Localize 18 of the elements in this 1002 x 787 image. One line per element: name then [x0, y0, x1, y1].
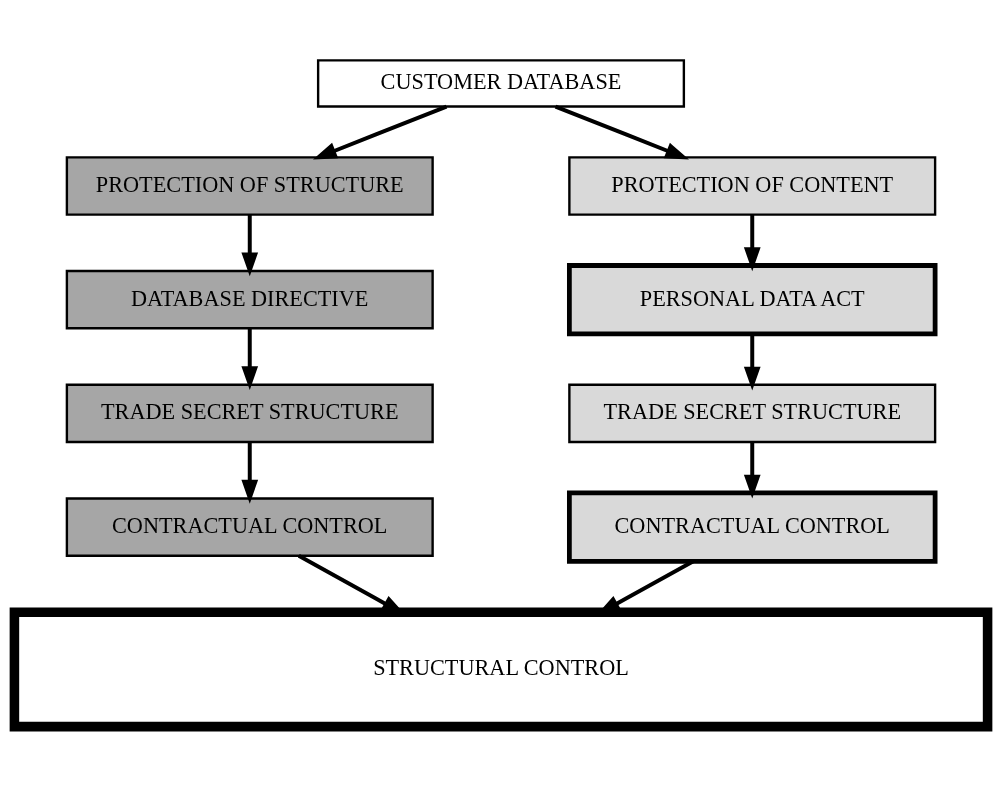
node-box: PROTECTION OF CONTENT: [568, 156, 937, 216]
node-box: STRUCTURAL CONTROL: [9, 607, 993, 732]
arrow: [743, 442, 761, 499]
arrow: [743, 214, 761, 272]
arrow: [554, 104, 690, 160]
node-box: PERSONAL DATA ACT: [567, 263, 938, 337]
node-box: DATABASE DIRECTIVE: [65, 269, 434, 330]
arrow: [743, 334, 761, 391]
arrow: [312, 104, 448, 160]
node-box: CONTRACTUAL CONTROL: [567, 490, 938, 564]
node-box: PROTECTION OF STRUCTURE: [65, 156, 434, 216]
arrow: [241, 442, 259, 504]
arrow: [241, 328, 259, 391]
node-box: TRADE SECRET STRUCTURE: [568, 383, 937, 444]
node-box: CUSTOMER DATABASE: [316, 59, 686, 108]
node-box: TRADE SECRET STRUCTURE: [65, 383, 434, 444]
arrow: [241, 214, 259, 277]
node-box: CONTRACTUAL CONTROL: [65, 497, 434, 557]
